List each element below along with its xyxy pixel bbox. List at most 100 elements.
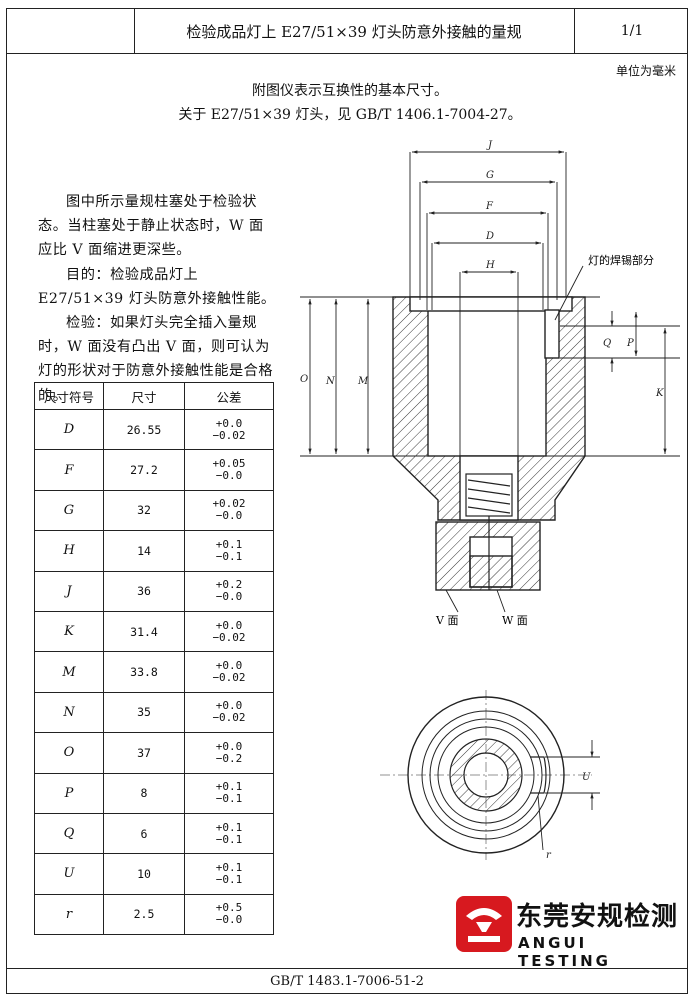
plunger (465, 473, 513, 590)
dim-label-h: H (485, 260, 495, 271)
w-face-label: W 面 (502, 614, 528, 627)
tolerance-cell: +0.05−0.0 (184, 449, 274, 491)
dim-label-o: O (300, 374, 308, 385)
dim-label-u: U (582, 772, 591, 783)
tolerance-upper: +0.1 (215, 780, 243, 794)
symbol-cell: r (34, 893, 104, 936)
symbol-cell: D (34, 408, 104, 451)
horizontal-dimensions (409, 150, 567, 456)
tolerance-upper: +0.5 (215, 901, 243, 915)
symbol-cell: J (34, 570, 104, 612)
solder-part-label: 灯的焊锡部分 (588, 253, 654, 267)
paragraph-purpose: 目的：检验成品灯上 E27/51×39 灯头防意外接触性能。 (38, 267, 276, 308)
tolerance-upper: +0.0 (215, 416, 243, 430)
page-frame (6, 8, 688, 994)
size-cell: 32 (103, 489, 185, 532)
dim-label-d: D (485, 231, 494, 242)
tolerance-cell: +0.0−0.02 (184, 691, 274, 734)
symbol-cell: F (34, 449, 104, 491)
tolerance-cell: +0.1−0.1 (184, 530, 274, 572)
tolerance-upper: +0.0 (215, 739, 243, 753)
dim-label-p: P (626, 338, 634, 349)
tolerance-upper: +0.02 (212, 497, 246, 511)
size-cell: 27.2 (103, 449, 185, 491)
tolerance-lower: −0.1 (215, 549, 243, 563)
symbol-cell: P (34, 772, 104, 814)
tolerance-lower: −0.0 (215, 590, 243, 604)
page-title: 检验成品灯上 E27/51×39 灯头防意外接触的量规 (186, 22, 522, 41)
tolerance-cell: +0.0−0.2 (184, 732, 274, 774)
header-bar: 检验成品灯上 E27/51×39 灯头防意外接触的量规 1/1 (6, 8, 688, 54)
caption-line-1: 附图仪表示互换性的基本尺寸。 (252, 83, 448, 99)
v-face-label: V 面 (435, 614, 458, 627)
size-cell: 2.5 (103, 893, 185, 936)
tolerance-upper: +0.05 (212, 457, 246, 471)
angui-logo-icon (456, 896, 512, 952)
logo-chinese-name: 东莞安规检测 (516, 902, 679, 932)
tolerance-lower: −0.0 (215, 509, 243, 523)
tolerance-cell: +0.1−0.1 (184, 853, 274, 895)
tolerance-lower: −0.1 (215, 832, 243, 846)
dim-label-k: K (655, 388, 664, 399)
tolerance-upper: +0.0 (215, 659, 243, 673)
document-number: GB/T 1483.1-7006-51-2 (6, 968, 688, 994)
caption-line-2: 关于 E27/51×39 灯头，见 GB/T 1406.1-7004-27。 (178, 107, 522, 123)
tolerance-upper: +0.0 (215, 618, 243, 632)
paragraph-state: 图中所示量规柱塞处于检验状态。当柱塞处于静止状态时，W 面应比 V 面缩进更深些… (38, 194, 264, 259)
tolerance-upper: +0.0 (215, 699, 243, 713)
header-blank-cell (6, 8, 135, 54)
logo-english-name: ANGUI TESTING (518, 934, 611, 970)
tolerance-lower: −0.02 (212, 711, 246, 725)
size-cell: 33.8 (103, 651, 185, 693)
tolerance-lower: −0.2 (215, 751, 243, 765)
tolerance-cell: +0.1−0.1 (184, 812, 274, 855)
unit-note: 单位为毫米 (615, 64, 676, 78)
symbol-cell: G (34, 489, 104, 532)
tolerance-cell: +0.0−0.02 (184, 408, 274, 451)
tolerance-upper: +0.1 (215, 860, 243, 874)
angui-logo: 东莞安规检测 ANGUI TESTING (454, 892, 684, 970)
tolerance-cell: +0.0−0.02 (184, 610, 274, 653)
size-cell: 35 (103, 691, 185, 734)
table-header-row: 尺寸符号 尺寸 公差 (34, 382, 274, 410)
size-cell: 26.55 (103, 408, 185, 451)
tolerance-cell: +0.5−0.0 (184, 893, 274, 936)
tolerance-lower: −0.0 (215, 913, 243, 927)
symbol-cell: K (34, 610, 104, 653)
dim-label-n: N (325, 376, 336, 387)
dim-label-g: G (486, 170, 494, 181)
tolerance-cell: +0.2−0.0 (184, 570, 274, 612)
size-cell: 10 (103, 853, 185, 895)
symbol-cell: H (34, 530, 104, 572)
tolerance-cell: +0.1−0.1 (184, 772, 274, 814)
tolerance-upper: +0.1 (215, 820, 243, 834)
tolerance-lower: −0.02 (212, 671, 246, 685)
tolerance-lower: −0.1 (215, 872, 243, 886)
dim-label-j: J (486, 140, 493, 151)
tolerance-lower: −0.02 (212, 428, 246, 442)
tolerance-upper: +0.1 (215, 537, 243, 551)
dim-label-r: r (546, 850, 552, 861)
tolerance-upper: +0.2 (215, 578, 243, 592)
plan-view (380, 690, 600, 860)
tolerance-cell: +0.0−0.02 (184, 651, 274, 693)
symbol-cell: Q (34, 812, 104, 855)
dim-label-m: M (357, 376, 369, 387)
tolerance-lower: −0.02 (212, 630, 246, 644)
tolerance-lower: −0.1 (215, 792, 243, 806)
header-tolerance: 公差 (184, 382, 274, 410)
dim-label-f: F (485, 201, 494, 212)
page-number: 1/1 (574, 8, 689, 54)
